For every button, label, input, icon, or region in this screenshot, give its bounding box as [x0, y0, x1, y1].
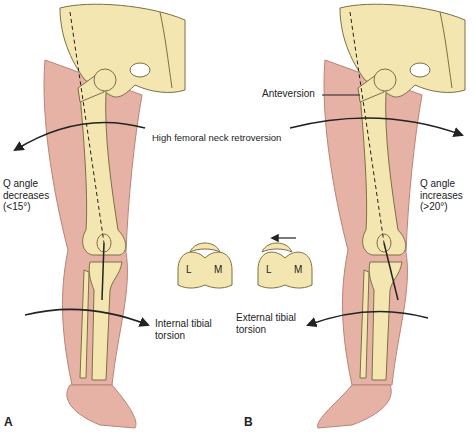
angle-label: Q angle decreases (<15°): [3, 178, 53, 213]
side-letter: M: [214, 264, 222, 276]
side-letter: M: [294, 264, 302, 276]
callout-label: Anteversion: [262, 88, 315, 100]
callout-label: External tibial torsion: [236, 312, 304, 335]
side-letter: L: [266, 264, 272, 276]
callout-label: High femoral neck retroversion: [152, 133, 302, 144]
side-letter: L: [186, 264, 192, 276]
panel-letter: A: [4, 416, 13, 430]
angle-label: Q angle increases (>20°): [420, 178, 472, 213]
panel-letter: B: [244, 416, 253, 430]
callout-label: Internal tibial torsion: [155, 318, 223, 341]
